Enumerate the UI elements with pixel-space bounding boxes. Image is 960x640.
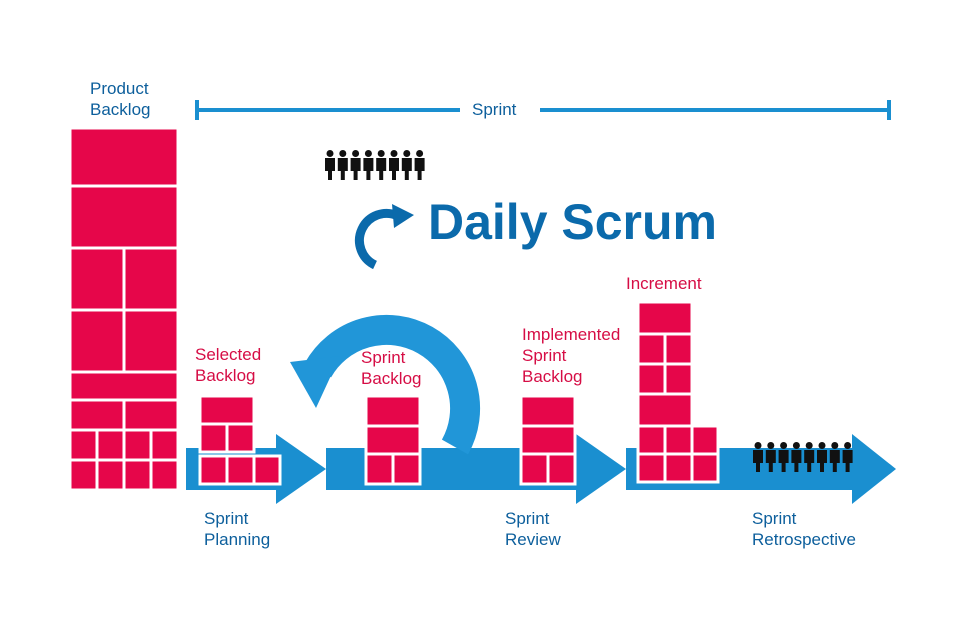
increment-label: Increment — [626, 274, 702, 293]
sprint-backlog-label: Sprint Backlog — [361, 347, 421, 389]
implemented-backlog-line-1: Implemented — [522, 325, 621, 344]
product-backlog-label: Product Backlog — [90, 78, 150, 120]
sprint-label: Sprint — [472, 100, 517, 119]
daily-scrum-title: Daily Scrum — [428, 194, 718, 250]
sprint-review-label: Sprint Review — [505, 508, 561, 550]
implemented-backlog-line-2: Sprint — [522, 346, 567, 365]
selected-backlog-line-2: Backlog — [195, 366, 256, 385]
person-icon — [414, 150, 425, 180]
person-icon — [376, 150, 387, 180]
team-retrospective-people-icon — [753, 442, 853, 472]
team-daily-scrum-people-icon — [325, 150, 425, 180]
person-icon — [363, 150, 374, 180]
selected-backlog-label: Selected Backlog — [195, 344, 261, 386]
person-icon — [765, 442, 776, 472]
implemented-backlog-blocks — [519, 394, 577, 486]
product-backlog-line-1: Product — [90, 79, 149, 98]
person-icon — [389, 150, 399, 180]
person-icon — [337, 150, 348, 180]
sprint-planning-line-1: Sprint — [204, 509, 249, 528]
sprint-planning-line-2: Planning — [204, 530, 271, 549]
person-icon — [778, 442, 789, 472]
person-icon — [791, 442, 802, 472]
sprint-backlog-line-2: Backlog — [361, 369, 422, 388]
implemented-backlog-label: Implemented Sprint Backlog — [522, 324, 620, 387]
circular-arrow-icon — [290, 204, 481, 455]
sprint-retrospective-line-1: Sprint — [752, 509, 797, 528]
person-icon — [325, 150, 335, 180]
person-icon — [401, 150, 412, 180]
sprint-retrospective-line-2: Retrospective — [752, 530, 856, 549]
person-icon — [817, 442, 827, 472]
selected-backlog-blocks — [198, 394, 282, 486]
sprint-planning-label: Sprint Planning — [204, 508, 270, 550]
person-icon — [804, 442, 815, 472]
person-icon — [753, 442, 763, 472]
sprint-backlog-line-1: Sprint — [361, 348, 406, 367]
selected-backlog-line-1: Selected — [195, 345, 262, 364]
person-icon — [829, 442, 840, 472]
person-icon — [842, 442, 853, 472]
sprint-review-line-2: Review — [505, 530, 561, 549]
implemented-backlog-line-3: Backlog — [522, 367, 583, 386]
increment-stack — [636, 300, 720, 484]
person-icon — [350, 150, 361, 180]
sprint-review-line-1: Sprint — [505, 509, 550, 528]
sprint-backlog-blocks — [364, 394, 422, 486]
product-backlog-stack — [68, 126, 180, 492]
sprint-retrospective-label: Sprint Retrospective — [752, 508, 856, 550]
sprint-timeline — [195, 100, 891, 120]
product-backlog-line-2: Backlog — [90, 100, 151, 119]
